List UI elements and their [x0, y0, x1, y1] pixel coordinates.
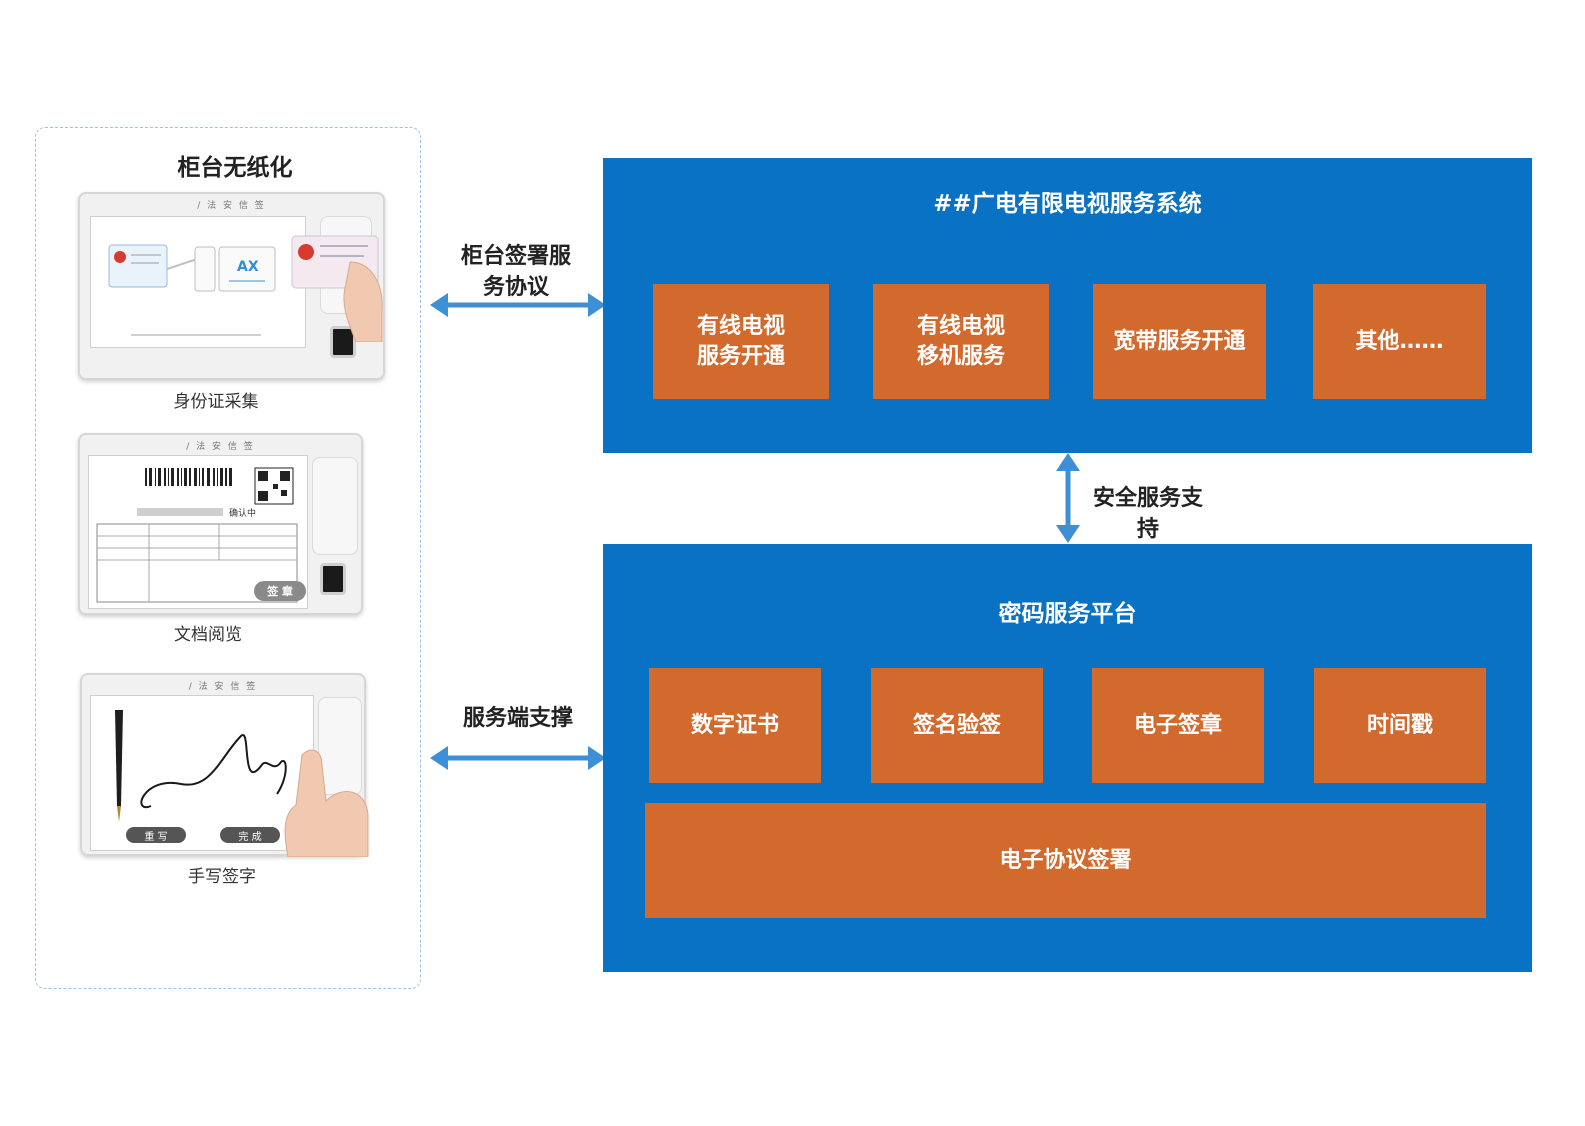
- bottom-double-arrow: [430, 746, 606, 770]
- cable-tv-system-title: ##广电有限电视服务系统: [933, 191, 1202, 217]
- fingerprint-sensor-icon: [320, 563, 346, 595]
- signature-device: / 法 安 信 签 重 写 完 成: [80, 673, 369, 857]
- caption-handwriting: 手写签字: [188, 867, 256, 887]
- crypto-box-e-agreement-signing: 电子协议签署: [645, 803, 1486, 918]
- caption-id-card: 身份证采集: [173, 392, 259, 412]
- crypto-platform-title: 密码服务平台: [998, 601, 1137, 627]
- hand-with-id-card-icon: [291, 235, 383, 342]
- done-label: 完 成: [238, 831, 262, 843]
- left-panel: [35, 127, 421, 989]
- crypto-box-electronic-seal: 电子签章: [1092, 668, 1264, 783]
- device-screen: [90, 695, 314, 851]
- service-box-other: 其他……: [1313, 284, 1486, 399]
- device-brand: / 法 安 信 签: [197, 201, 266, 211]
- vertical-double-arrow: [1056, 453, 1080, 543]
- crypto-box-timestamp: 时间戳: [1314, 668, 1486, 783]
- vertical-arrow-label: 安全服务支持: [1092, 486, 1203, 542]
- device-brand: / 法 安 信 签: [186, 442, 255, 452]
- left-panel-title: 柜台无纸化: [177, 155, 293, 181]
- sign-stamp-button[interactable]: 签 章: [254, 581, 306, 601]
- id-card-device: / 法 安 信 签 AX: [78, 192, 385, 380]
- service-box-cable-tv-activation: 有线电视 服务开通: [653, 284, 829, 399]
- svg-text:AX: AX: [237, 259, 259, 275]
- bottom-arrow-label: 服务端支撑: [462, 706, 573, 731]
- pen-icon: [115, 710, 123, 822]
- device-side-panel: [318, 697, 362, 795]
- device-brand: / 法 安 信 签: [188, 682, 258, 692]
- id-card-illustration: AX: [108, 244, 276, 336]
- caption-document-view: 文档阅览: [174, 625, 242, 645]
- crypto-box-digital-certificate: 数字证书: [649, 668, 821, 783]
- qr-code-icon: [254, 467, 294, 505]
- rewrite-button[interactable]: 重 写: [126, 827, 186, 843]
- service-box-cable-tv-relocation: 有线电视 移机服务: [873, 284, 1049, 399]
- device-screen: AX: [90, 216, 306, 348]
- device-side-panel: [312, 457, 358, 555]
- top-double-arrow: [430, 293, 606, 317]
- sign-stamp-label: 签 章: [267, 585, 293, 598]
- document-status: 确认中: [229, 507, 256, 519]
- rewrite-label: 重 写: [144, 831, 168, 843]
- signature-illustration: [115, 710, 287, 822]
- document-illustration: 确认中: [96, 467, 298, 603]
- service-box-broadband-activation: 宽带服务开通: [1093, 284, 1266, 399]
- hand-icon: [284, 749, 369, 857]
- crypto-box-signature-verification: 签名验签: [871, 668, 1043, 783]
- document-device: / 法 安 信 签: [78, 433, 363, 615]
- done-button[interactable]: 完 成: [220, 827, 280, 843]
- top-arrow-label: 柜台签署服务协议: [460, 244, 571, 300]
